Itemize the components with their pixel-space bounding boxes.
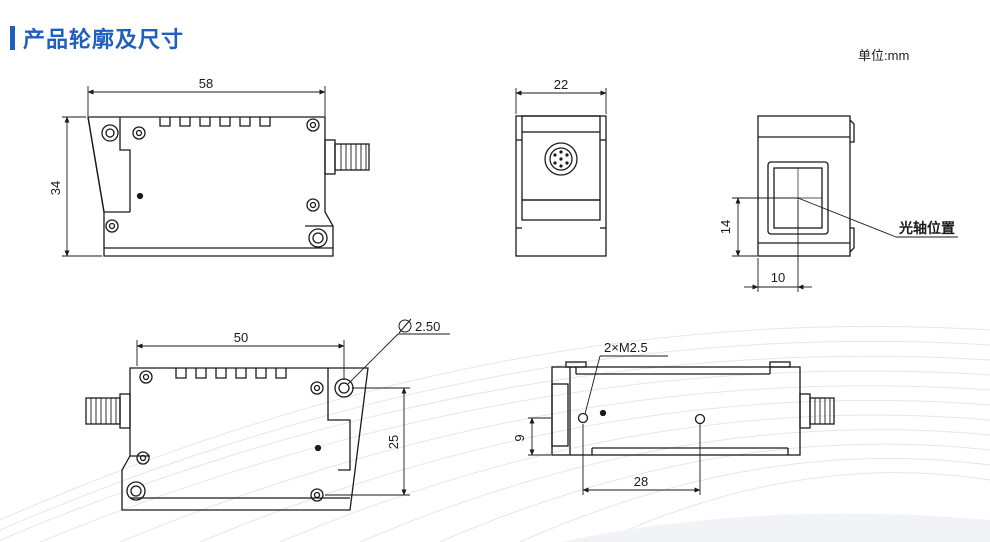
dim-window-height: 9 xyxy=(512,434,527,441)
connector-pins xyxy=(553,150,569,168)
dim-bottom-width: 50 xyxy=(234,330,248,345)
top-view xyxy=(551,361,835,456)
dim-screw-spacing: 28 xyxy=(634,474,648,489)
screw-label: 2×M2.5 xyxy=(604,340,648,355)
dim-optical-height: 14 xyxy=(718,220,733,234)
optical-dimensions xyxy=(732,197,958,292)
title-accent-bar xyxy=(10,26,15,50)
page-title: 产品轮廓及尺寸 xyxy=(23,27,185,52)
side-view xyxy=(515,115,607,257)
dim-front-width: 58 xyxy=(199,76,213,91)
front-dimensions xyxy=(62,86,326,257)
bottom-dimensions xyxy=(136,333,450,496)
unit-label: 单位:mm xyxy=(858,48,910,63)
dim-bottom-height: 25 xyxy=(386,435,401,449)
section-header: 产品轮廓及尺寸 xyxy=(10,22,184,54)
dim-optical-offset: 10 xyxy=(771,270,785,285)
front-view xyxy=(87,116,370,257)
side-dimensions xyxy=(515,88,607,114)
bottom-view xyxy=(85,367,369,511)
dim-side-width: 22 xyxy=(554,77,568,92)
diameter-symbol-icon xyxy=(398,318,412,334)
optical-axis-label: 光轴位置 xyxy=(898,220,955,236)
optical-view xyxy=(757,115,855,257)
top-dimensions xyxy=(528,355,701,495)
dim-hole-diameter: 2.50 xyxy=(415,319,440,334)
dim-front-height: 34 xyxy=(48,181,63,195)
